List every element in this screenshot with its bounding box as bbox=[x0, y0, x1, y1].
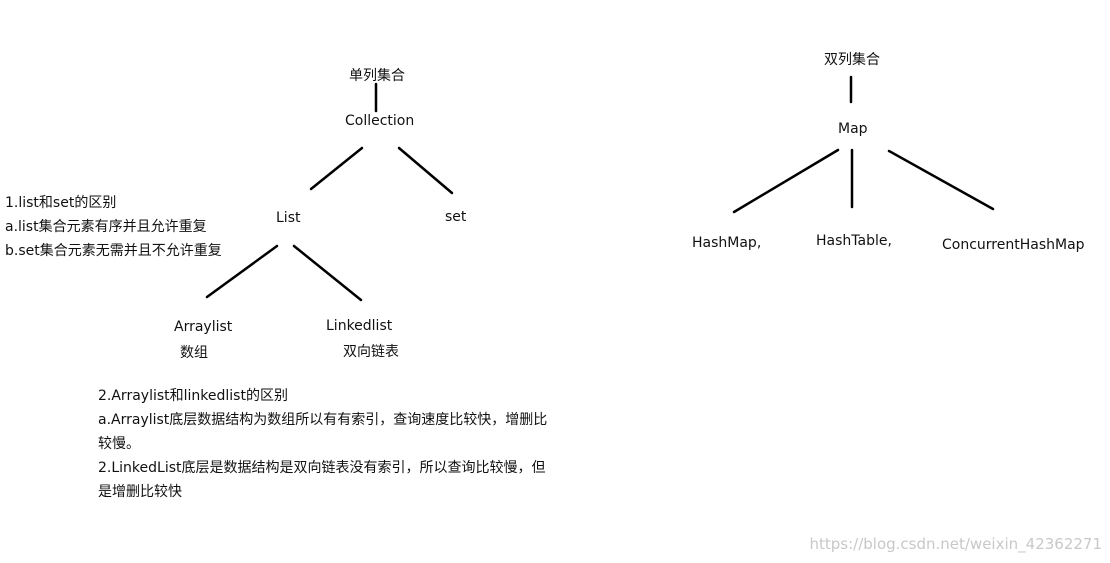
note-list-set-line1: 1.list和set的区别 bbox=[5, 195, 117, 211]
node-map: Map bbox=[838, 121, 868, 137]
node-arraylist-desc: 数组 bbox=[180, 345, 208, 361]
double-collection-title: 双列集合 bbox=[824, 52, 880, 68]
node-linkedlist-desc: 双向链表 bbox=[343, 344, 399, 360]
node-hashtable: HashTable, bbox=[816, 233, 892, 249]
node-arraylist: Arraylist bbox=[174, 319, 233, 335]
node-collection: Collection bbox=[345, 113, 415, 129]
edge-map-concurrent bbox=[887, 149, 995, 211]
edge-collection-list bbox=[309, 146, 364, 191]
note-arraylist-vs-linkedlist: 2.Arraylist和linkedlist的区别 a.Arraylist底层数… bbox=[98, 384, 547, 504]
node-linkedlist: Linkedlist bbox=[326, 318, 393, 334]
node-hashmap: HashMap, bbox=[692, 235, 762, 251]
edge-map-hashmap bbox=[732, 148, 840, 214]
note-list-set-line2: a.list集合元素有序并且允许重复 bbox=[5, 219, 207, 235]
edge-collection-set bbox=[397, 146, 454, 195]
watermark-url: https://blog.csdn.net/weixin_42362271 bbox=[809, 535, 1102, 553]
note-al-ll-line5: 是增删比较快 bbox=[98, 484, 182, 500]
note-list-vs-set: 1.list和set的区别 a.list集合元素有序并且允许重复 b.set集合… bbox=[5, 191, 222, 263]
node-set: set bbox=[445, 209, 467, 225]
note-al-ll-line2: a.Arraylist底层数据结构为数组所以有有索引，查询速度比较快，增删比 bbox=[98, 412, 548, 428]
edge-list-arraylist bbox=[205, 244, 279, 299]
edge-list-linkedlist bbox=[292, 244, 363, 302]
note-al-ll-line4: 2.LinkedList底层是数据结构是双向链表没有索引，所以查询比较慢，但 bbox=[98, 460, 546, 476]
note-al-ll-line1: 2.Arraylist和linkedlist的区别 bbox=[98, 388, 288, 404]
note-al-ll-line3: 较慢。 bbox=[98, 436, 140, 452]
note-list-set-line3: b.set集合元素无需并且不允许重复 bbox=[5, 243, 222, 259]
node-list: List bbox=[276, 210, 301, 226]
single-collection-title: 单列集合 bbox=[349, 68, 405, 84]
node-concurrenthashmap: ConcurrentHashMap bbox=[942, 237, 1085, 253]
